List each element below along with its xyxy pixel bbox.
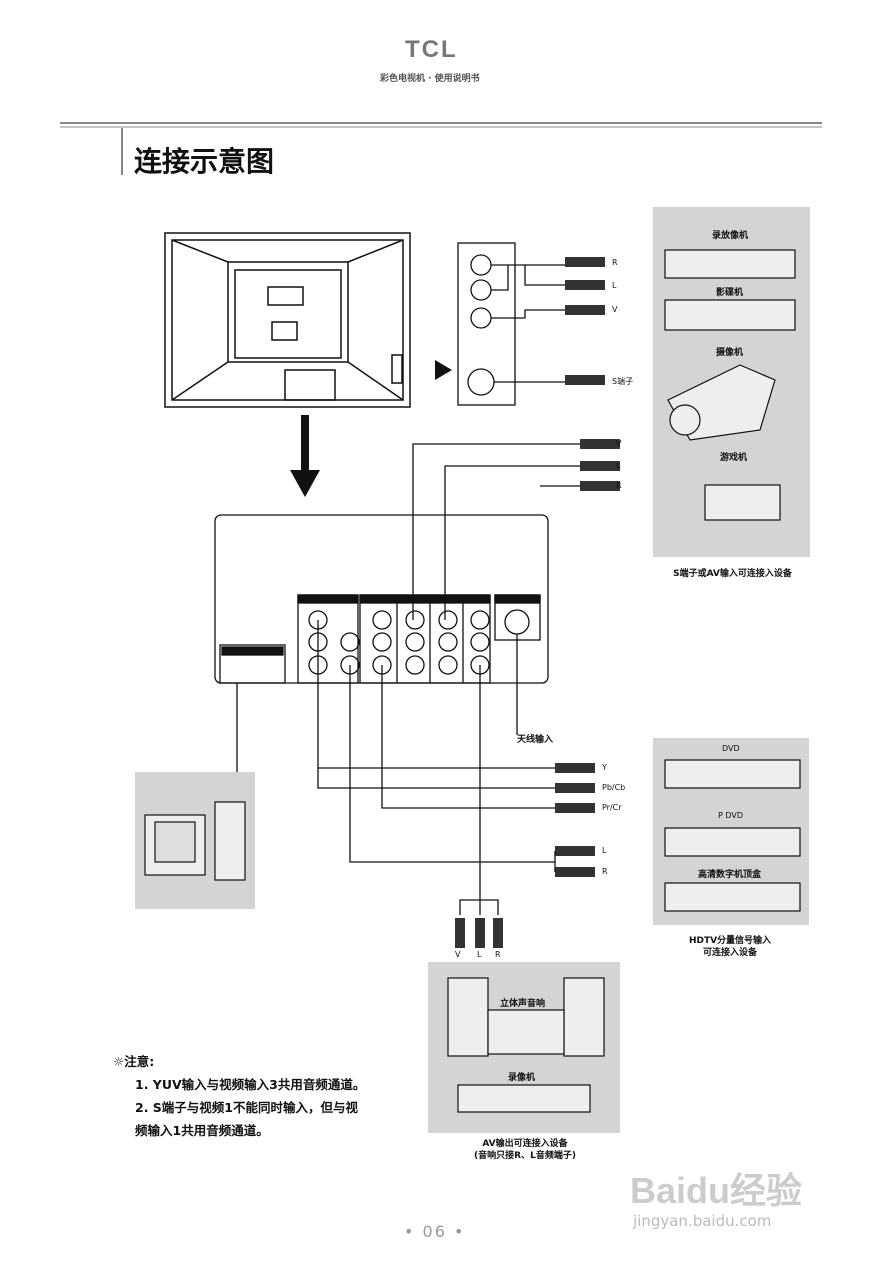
out-plug-v: V	[455, 950, 461, 959]
page-title: 连接示意图	[134, 145, 275, 178]
rca-plug-icon	[580, 439, 620, 449]
device-label: 影碟机	[716, 288, 744, 298]
comp-plug-y: Y	[602, 763, 607, 772]
header-subtitle: 彩色电视机 · 使用说明书	[380, 74, 480, 84]
rca-plug-icon	[555, 783, 595, 793]
rca-plug-icon	[555, 867, 595, 877]
av-plug-v: V	[616, 439, 622, 448]
out-plug-l: L	[477, 950, 482, 959]
out-plug-r: R	[495, 950, 501, 959]
tv-back-illustration	[164, 232, 411, 408]
plug-label-v: V	[612, 305, 618, 314]
device-label: 录放像机	[712, 231, 749, 241]
rca-plug-icon	[555, 846, 595, 856]
rca-plug-icon	[565, 280, 605, 290]
device-label: 录像机	[508, 1073, 536, 1083]
rca-plug-icon	[555, 763, 595, 773]
av-out-caption-2: (音响只接R、L音频端子)	[474, 1151, 576, 1161]
hdtv-caption-1: HDTV分量信号输入	[688, 936, 772, 946]
device-label: DVD	[722, 744, 740, 753]
s-av-caption: S端子或AV输入可连接入设备	[673, 569, 792, 579]
rca-plug-icon	[580, 481, 620, 491]
plug-label-s: S端子	[612, 377, 634, 386]
rca-plug-icon	[493, 918, 503, 948]
device-label: 游戏机	[720, 453, 748, 463]
rca-plug-icon	[580, 461, 620, 471]
page-number-value: 06	[422, 1222, 447, 1241]
rca-plug-icon	[565, 305, 605, 315]
notes-heading: 注意:	[124, 1054, 155, 1069]
notes-block: ☼注意: 1. YUV输入与视频输入3共用音频通道。 2. S端子与视频1不能同…	[113, 1050, 365, 1142]
comp-plug-pb: Pb/Cb	[602, 783, 626, 792]
device-label: 立体声音响	[500, 999, 546, 1009]
comp-plug-pr: Pr/Cr	[602, 803, 622, 812]
note-item: 1. YUV输入与视频输入3共用音频通道。	[135, 1077, 366, 1092]
note-item: 频输入1共用音频通道。	[135, 1123, 269, 1138]
brand-logo: TCL	[405, 36, 458, 63]
av-out-caption-1: AV输出可连接入设备	[482, 1139, 568, 1149]
page-number: • 06 •	[404, 1222, 466, 1241]
device-label: 摄像机	[716, 348, 744, 358]
rca-plug-icon	[565, 375, 605, 385]
comp-plug-l: L	[602, 846, 607, 855]
sun-icon: ☼	[113, 1054, 125, 1069]
rca-plug-icon	[455, 918, 465, 948]
antenna-label: 天线输入	[517, 735, 554, 745]
plug-label-l: L	[612, 281, 617, 290]
device-label: P DVD	[718, 811, 744, 820]
watermark-url: jingyan.baidu.com	[633, 1212, 772, 1230]
hdtv-caption-2: 可连接入设备	[702, 948, 757, 958]
rca-plug-icon	[565, 257, 605, 267]
rca-plug-icon	[475, 918, 485, 948]
comp-plug-r: R	[602, 867, 608, 876]
note-item: 2. S端子与视频1不能同时输入，但与视	[135, 1100, 358, 1115]
plug-label-r: R	[612, 258, 618, 267]
av-plug-r: R	[616, 481, 622, 490]
av-plug-l: L	[616, 461, 621, 470]
device-label: 高清数字机顶盒	[698, 870, 762, 880]
rca-plug-icon	[555, 803, 595, 813]
watermark-logo: Baidu经验	[630, 1170, 803, 1211]
